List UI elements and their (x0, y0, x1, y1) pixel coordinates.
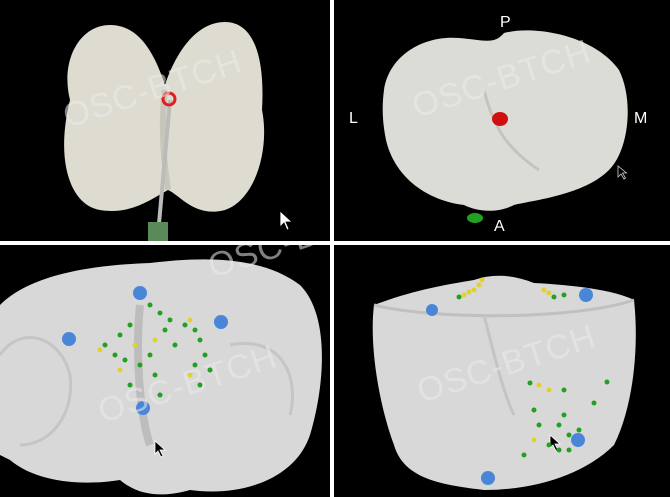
femur-probe-viewport[interactable]: OSC-BTCH (0, 0, 330, 241)
registration-point (122, 357, 128, 363)
registration-point (197, 337, 203, 343)
registration-point (546, 442, 552, 448)
registration-point (207, 367, 213, 373)
femur-points-model (0, 259, 322, 495)
registration-point (137, 362, 143, 368)
registration-point (157, 392, 163, 398)
landmark-sphere (579, 288, 593, 302)
anterior-label: A (494, 218, 505, 235)
registration-point (604, 379, 610, 385)
registration-point (561, 412, 567, 418)
registration-point (187, 317, 193, 323)
registration-point (117, 332, 123, 338)
registration-point (127, 382, 133, 388)
registration-point (536, 422, 542, 428)
registration-point (192, 327, 198, 333)
registration-point (152, 372, 158, 378)
green-landmark (467, 213, 483, 223)
registration-point (147, 352, 153, 358)
registration-point (521, 452, 527, 458)
femur-points-viewport[interactable]: OSC-BTCH OSC-BTCH (0, 245, 330, 497)
registration-point (561, 387, 567, 393)
registration-point (556, 447, 562, 453)
registration-point (112, 352, 118, 358)
registration-point (162, 327, 168, 333)
registration-point (591, 400, 597, 406)
cursor-icon (154, 440, 167, 458)
registration-point (476, 282, 482, 288)
probe-tip-marker (161, 91, 177, 107)
registration-point (132, 342, 138, 348)
registration-point (576, 427, 582, 433)
registration-point (556, 422, 562, 428)
landmark-sphere (136, 401, 150, 415)
landmark-sphere (133, 286, 147, 300)
registration-point (152, 337, 158, 343)
tibia-plateau-model (382, 30, 628, 223)
tibia-points-model (372, 275, 636, 490)
registration-point (531, 437, 537, 443)
probe-shaft (156, 99, 172, 236)
landmark-sphere (62, 332, 76, 346)
registration-point (127, 322, 133, 328)
registration-point (97, 347, 103, 353)
registration-point (466, 289, 472, 295)
registration-point (461, 292, 467, 298)
registration-point (527, 380, 533, 386)
registration-point (566, 447, 572, 453)
landmark-sphere (481, 471, 495, 485)
registration-point (551, 294, 557, 300)
tibia-points-viewport[interactable]: OSC-BTCH (334, 245, 670, 497)
registration-point (561, 292, 567, 298)
registration-point (157, 310, 163, 316)
registration-point (187, 372, 193, 378)
registration-point (536, 382, 542, 388)
registration-point (147, 302, 153, 308)
femur-model (64, 22, 294, 241)
registration-point (479, 277, 485, 283)
registration-point (546, 290, 552, 296)
cursor-icon (617, 165, 628, 180)
registration-point (566, 432, 572, 438)
registration-point (192, 362, 198, 368)
lateral-label: L (349, 110, 358, 127)
medial-label: M (634, 110, 648, 127)
red-landmark (492, 112, 508, 126)
registration-point (182, 322, 188, 328)
registration-point (202, 352, 208, 358)
landmark-sphere (571, 433, 585, 447)
registration-point (531, 407, 537, 413)
registration-point (541, 287, 547, 293)
registration-point (197, 382, 203, 388)
probe-handle (148, 222, 168, 241)
tibia-axial-viewport[interactable]: P L M A OSC-BTCH (334, 0, 670, 241)
registration-point (117, 367, 123, 373)
posterior-label: P (500, 14, 511, 31)
registration-point (546, 387, 552, 393)
registration-point (167, 317, 173, 323)
landmark-sphere (426, 304, 438, 316)
registration-point (471, 287, 477, 293)
registration-point (172, 342, 178, 348)
cursor-icon (279, 210, 294, 231)
landmark-sphere (214, 315, 228, 329)
registration-point (102, 342, 108, 348)
registration-point (456, 294, 462, 300)
